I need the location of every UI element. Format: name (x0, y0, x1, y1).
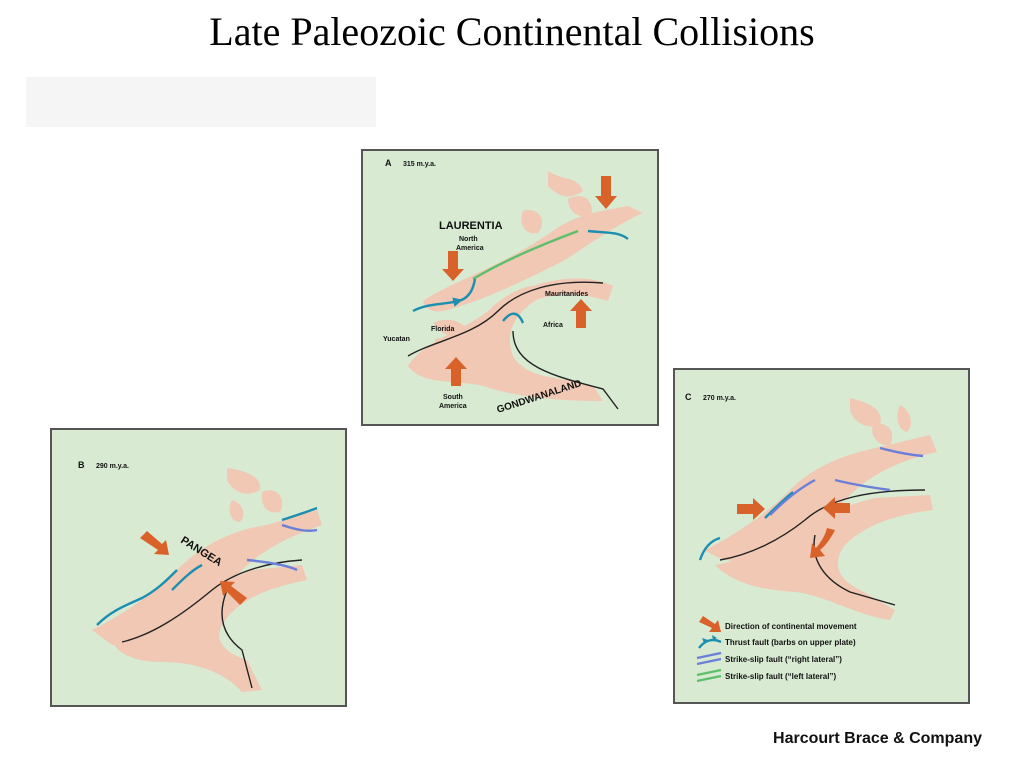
right-lateral-fault-c1 (769, 478, 816, 516)
movement-arrow-southwest (810, 528, 835, 558)
yucatan-landmass (435, 338, 456, 350)
legend-label-right-lateral: Strike-slip fault (“right lateral”) (725, 655, 842, 664)
northern-landmass-1 (548, 171, 583, 197)
movement-arrow-west (823, 497, 850, 519)
legend-label-thrust: Thrust fault (barbs on upper plate) (725, 638, 856, 647)
movement-arrow-east (737, 498, 765, 520)
label-south-america: America (439, 403, 467, 410)
right-lateral-fault-b2 (246, 558, 298, 572)
pangea-landmass-c2 (715, 495, 933, 620)
northern-landmass-c3 (897, 405, 911, 432)
panel-a-map: A 315 m.y.a. LAURENTIA North America Mau… (383, 158, 643, 416)
pangea-inner-coastline (221, 589, 253, 689)
panel-b-map: B 290 m.y.a. PANGEA (78, 460, 322, 692)
left-lateral-fault-line (472, 229, 579, 281)
panel-c-270-mya: C 270 m.y.a. Direction of continental mo… (673, 368, 970, 704)
label-florida: Florida (431, 326, 454, 333)
thrust-fault-line-c1 (698, 536, 721, 561)
panel-c-letter: C (685, 392, 692, 402)
pangea-landmass-c1 (705, 435, 937, 562)
publisher-credit: Harcourt Brace & Company (773, 730, 982, 747)
pangea-inner-coastline-c (813, 534, 896, 606)
label-south: South (443, 394, 463, 401)
label-north: North (459, 236, 478, 243)
thrust-fault-line-b1 (96, 569, 178, 626)
northern-landmass-b1 (227, 468, 261, 494)
thrust-fault-line-2 (502, 312, 525, 324)
panel-a-315-mya: A 315 m.y.a. LAURENTIA North America Mau… (361, 149, 659, 426)
northern-landmass-2 (568, 196, 592, 217)
right-lateral-fault-icon (696, 651, 722, 666)
movement-arrow-north-2 (445, 357, 467, 386)
right-lateral-fault-c3 (879, 446, 924, 458)
movement-arrow-icon (699, 616, 721, 632)
label-mauritanides: Mauritanides (545, 291, 588, 298)
northern-landmass-b3 (229, 500, 244, 522)
label-africa: Africa (543, 322, 563, 329)
slide-title: Late Paleozoic Continental Collisions (209, 9, 815, 54)
pangea-southern-landmass (112, 565, 307, 692)
thrust-fault-icon (698, 638, 722, 649)
gondwana-inner-coastline (512, 330, 619, 410)
legend-label-left-lateral: Strike-slip fault (“left lateral”) (725, 672, 836, 681)
panel-b-age: 290 m.y.a. (96, 463, 129, 470)
label-america: America (456, 245, 484, 252)
left-lateral-fault-icon (696, 668, 722, 683)
thrust-fault-line-b2 (171, 563, 203, 591)
northern-landmass-b2 (261, 490, 283, 513)
legend-label-movement: Direction of continental movement (725, 622, 857, 631)
island-c (732, 543, 758, 558)
legend: Direction of continental movement Thrust… (696, 616, 857, 683)
panel-c-map: C 270 m.y.a. Direction of continental mo… (685, 392, 937, 683)
panel-b-letter: B (78, 460, 85, 470)
florida-landmass (433, 319, 468, 336)
label-laurentia: LAURENTIA (439, 220, 503, 232)
gondwana-coastline (407, 281, 604, 357)
laurentia-landmass (423, 206, 643, 312)
thrust-fault-line-b3 (281, 506, 318, 522)
panel-a-letter: A (385, 158, 392, 168)
northern-landmass-3 (521, 210, 543, 234)
panel-b-290-mya: B 290 m.y.a. PANGEA (50, 428, 347, 707)
blank-text-box (26, 77, 376, 127)
movement-arrow-south (595, 176, 617, 209)
movement-arrow-northwest (220, 581, 247, 605)
island-b (139, 605, 161, 620)
thrust-fault-line-c2 (764, 491, 794, 519)
northern-landmass-c2 (872, 423, 893, 446)
movement-arrow-southeast (140, 531, 169, 555)
right-lateral-fault-b1 (281, 523, 318, 532)
movement-arrow-south-2 (442, 251, 464, 281)
northern-landmass-c1 (850, 398, 881, 427)
panel-a-age: 315 m.y.a. (403, 161, 436, 168)
panel-c-age: 270 m.y.a. (703, 395, 736, 402)
thrust-fault-line-3 (587, 229, 629, 240)
movement-arrow-north (570, 299, 592, 328)
thrust-fault-line (412, 278, 477, 313)
pangea-coastline-c (719, 489, 926, 561)
label-yucatan: Yucatan (383, 336, 410, 343)
thrust-fault-icon-barbs (702, 635, 717, 643)
right-lateral-fault-c2 (834, 478, 891, 492)
